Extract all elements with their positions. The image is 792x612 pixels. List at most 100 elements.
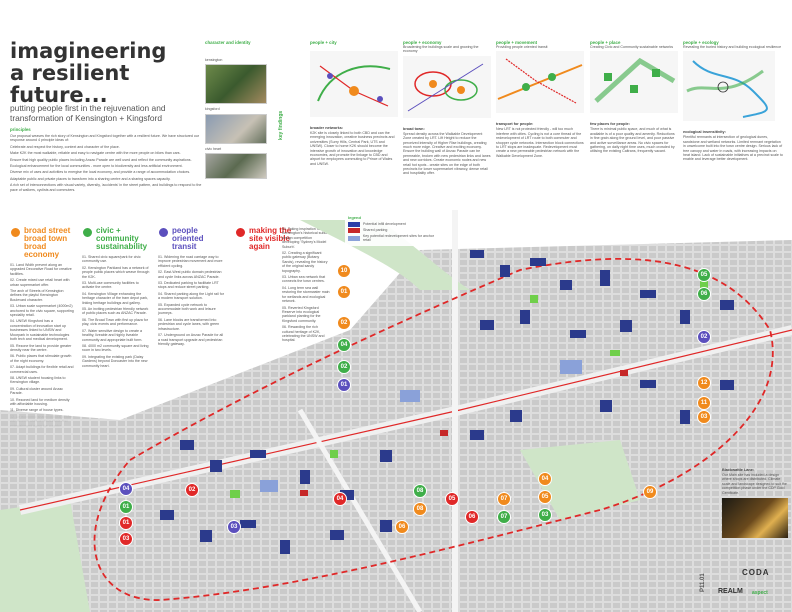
strategy-item: 04. Kensington Village enhancing the her… <box>82 291 149 305</box>
people-economy-heading: people + economy <box>403 40 442 45</box>
strategy-item: 02. Create mixed use retail heart with u… <box>10 278 70 287</box>
principles-item: Adaptable public and private places to t… <box>10 176 171 181</box>
marker-orange[interactable]: 07 <box>497 492 511 506</box>
marker-red[interactable]: 03 <box>119 532 133 546</box>
people-movement-heading: people + movement <box>496 40 538 45</box>
marker-purple[interactable]: 04 <box>119 482 133 496</box>
legend-label: Potential infill development <box>363 222 406 227</box>
marker-green[interactable]: 04 <box>337 338 351 352</box>
strategy-item: 01. Shared civic square/park for civic c… <box>82 255 141 264</box>
strategy-title: making the site visible again <box>249 226 292 251</box>
marker-green[interactable]: 07 <box>497 510 511 524</box>
principles-item: Diverse mix of uses and activities to en… <box>10 170 191 175</box>
people-economy-diagram <box>403 55 491 118</box>
legend-label: Shared parking <box>363 228 388 233</box>
strategy-item: 06. The Broad Town with first up plaza f… <box>82 317 148 327</box>
marker-green[interactable]: 06 <box>697 287 711 301</box>
principles-block: principles Our proposal weaves the rich … <box>10 127 205 192</box>
strategy-icon <box>158 227 169 238</box>
legend-item: Key potential redevelopment sites for an… <box>348 234 442 243</box>
strategy-item: 04. Shared parking along the Light rail … <box>158 291 224 301</box>
strategy-item: 03. Urban sea network that connects the … <box>282 275 326 284</box>
marker-green[interactable]: 08 <box>413 484 427 498</box>
marker-purple[interactable]: 02 <box>697 330 711 344</box>
strategy-item: 08. UNSW student housing links to Kensin… <box>10 375 66 385</box>
legend-item: Shared parking <box>348 228 442 233</box>
marker-orange[interactable]: 10 <box>337 264 351 278</box>
parkland-west <box>0 500 90 612</box>
marker-green[interactable]: 02 <box>337 360 351 374</box>
key-findings-label: key findings <box>278 110 284 140</box>
marker-red[interactable]: 02 <box>185 483 199 497</box>
ecological-text: Plentiful remnants at intersection of ge… <box>683 135 783 162</box>
marker-orange[interactable]: 01 <box>337 285 351 299</box>
strategy-item: 05. An inviting pedestrian friendly netw… <box>82 307 149 316</box>
broader-networks-heading: broader networks: <box>310 126 344 130</box>
people-ecology-sub: Revealing the buried history and buildin… <box>683 45 782 49</box>
few-places-text: There is minimal public space, and much … <box>590 127 675 154</box>
marker-orange[interactable]: 08 <box>413 502 427 516</box>
marker-orange[interactable]: 02 <box>337 316 351 330</box>
blackwattle-text: Our Main site has included a design wher… <box>722 473 787 495</box>
principles-item: Ecological enhancement for the local com… <box>10 164 183 169</box>
marker-green[interactable]: 01 <box>119 500 133 514</box>
light-rail-line <box>19 329 792 511</box>
blackwattle-note: Blackwattle Lane: Our Main site has incl… <box>722 468 788 539</box>
people-economy-sub: Broadening the buildings scale and growi… <box>403 45 479 54</box>
marker-purple[interactable]: 03 <box>227 520 241 534</box>
green-spaces <box>230 280 708 498</box>
marker-orange[interactable]: 12 <box>697 376 711 390</box>
civic-heart-photo <box>205 153 267 180</box>
broad-town-text: Spread density across the Walkable Devel… <box>403 131 491 176</box>
strategy-item: 09. Cultural cluster around Anzac Parade… <box>10 386 63 396</box>
strategy-icon <box>82 227 93 238</box>
strategy-item: 05. Reverted Kingsford Reserve into ecol… <box>282 305 321 323</box>
strategy-item: 06. Lane blocks are transformed into ped… <box>158 317 220 331</box>
strategy-item: 06. Rewarding the rich cultural heritage… <box>282 325 325 343</box>
marker-orange[interactable]: 11 <box>697 396 711 410</box>
strategy-item: 01. Widening the road carriage way to im… <box>158 255 223 268</box>
subtitle: putting people first in the rejuvenation… <box>10 103 166 123</box>
marker-red[interactable]: 05 <box>445 492 459 506</box>
strategy-title: civic + community sustainability <box>96 226 148 251</box>
marker-orange[interactable]: 09 <box>643 485 657 499</box>
character-heading: character and identity <box>205 40 251 45</box>
parkland <box>300 220 470 290</box>
marker-green[interactable]: 03 <box>538 508 552 522</box>
marker-red[interactable]: 04 <box>333 492 347 506</box>
marker-red[interactable]: 06 <box>465 510 479 524</box>
marker-orange[interactable]: 05 <box>538 490 552 504</box>
marker-orange[interactable]: 04 <box>538 472 552 486</box>
coda-logo: CODA <box>742 568 770 577</box>
marker-purple[interactable]: 01 <box>337 378 351 392</box>
principles-item: Celebrate and respect the history, conte… <box>10 144 120 149</box>
marker-orange[interactable]: 06 <box>395 520 409 534</box>
strategy-item: 06. Public places that stimulate growth … <box>10 354 72 363</box>
page-title: imagineering a resilient future... <box>10 40 200 106</box>
principles-item: Ensure that high quality public places i… <box>10 157 192 162</box>
few-places-heading: few places for people: <box>590 122 630 127</box>
strategy-site-visible-items: 01. Taking inspiration from Kensington's… <box>282 227 330 343</box>
kensington-label: kensington <box>205 58 223 62</box>
principles-item: Make K2K the most walkable, reliable and… <box>10 151 181 156</box>
secondary-road <box>297 408 423 612</box>
realm-logo: REALM <box>718 588 743 595</box>
principles-heading: principles <box>10 127 31 132</box>
strategy-item: 05. Rezone the land to provide greater d… <box>10 343 72 352</box>
people-economy-panel: people + economy Broadening the building… <box>403 40 491 176</box>
marker-orange[interactable]: 03 <box>697 410 711 424</box>
title-line-1: imagineering <box>10 39 167 63</box>
principles-item: A rich set of interconnections with visu… <box>10 183 202 192</box>
marker-red[interactable]: 01 <box>119 516 133 530</box>
infill-development <box>160 250 734 554</box>
people-place-panel: people + place Creating Civic and Commun… <box>590 40 678 154</box>
blackwattle-heading: Blackwattle Lane: <box>722 468 755 472</box>
people-ecology-diagram <box>683 51 775 122</box>
people-movement-diagram <box>496 51 584 114</box>
strategy-item: 02. Kensington Parkland has a network of… <box>82 265 150 279</box>
people-movement-sub: Providing people oriented transit <box>496 45 548 49</box>
shared-parking <box>300 370 628 496</box>
strategy-item: 01. Land Width prevent along an upgraded… <box>10 263 72 276</box>
redevelopment-sites <box>260 360 582 492</box>
marker-green[interactable]: 05 <box>697 268 711 282</box>
